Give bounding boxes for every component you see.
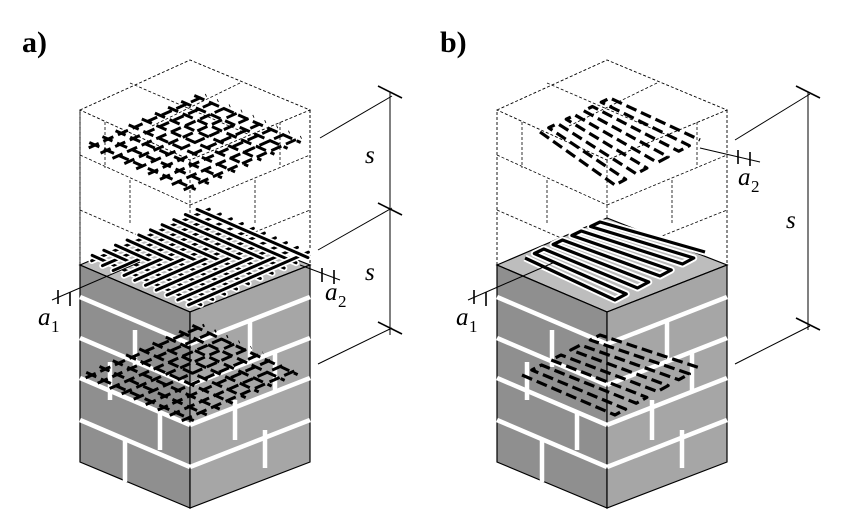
panel-b-a2-index: 2 (751, 177, 760, 196)
panel-a-a2-index: 2 (338, 292, 347, 311)
panel-a-label: a) (22, 26, 47, 59)
mesh-bar (183, 135, 302, 192)
mesh-bar (138, 347, 247, 399)
panel-b-spacing-label: s (786, 207, 796, 234)
panel-b-dimension-lines (467, 85, 821, 365)
panel-b-a2-symbol: a (738, 164, 751, 191)
mesh-bar (167, 105, 276, 156)
mesh-bar (159, 125, 279, 181)
panel-b-truss-lower (521, 333, 701, 417)
panel-a-spacing-lower-label: s (365, 259, 375, 286)
panel-a-mesh-upper (88, 93, 302, 192)
mesh-bar (181, 367, 299, 423)
truss-bar (521, 333, 701, 417)
mesh-bar (195, 207, 310, 260)
panel-a-mesh-reinforcement: a) (22, 26, 403, 509)
panel-a-a1-symbol: a (38, 304, 51, 331)
panel-a-spacing-upper-label: s (365, 142, 375, 169)
panel-a-mesh-middle (88, 205, 312, 309)
mesh-bar (187, 250, 310, 307)
mesh-bar (191, 324, 299, 376)
panel-a-a2-symbol: a (325, 279, 338, 306)
panel-b-truss-upper (539, 96, 701, 187)
panel-b-truss-reinforcement: b) (440, 26, 821, 509)
truss-bar (524, 220, 706, 302)
panel-a-a1-index: 1 (51, 317, 60, 336)
panel-b-a1-index: 1 (469, 317, 478, 336)
panel-b-label: b) (440, 26, 467, 59)
mesh-bar (180, 99, 289, 150)
mesh-bar (154, 111, 262, 162)
mesh-bar (147, 120, 267, 176)
mesh-bar (151, 341, 260, 394)
mesh-bar (178, 329, 286, 382)
mesh-bar (121, 340, 241, 396)
panel-a-mesh-lower (85, 323, 299, 423)
mesh-bar (193, 94, 302, 144)
panel-b-a1-symbol: a (456, 304, 469, 331)
mesh-bar (171, 130, 291, 186)
mesh-bar (165, 335, 273, 388)
truss-bar (539, 96, 701, 187)
mesh-bar (123, 109, 243, 165)
panel-a-dimension-lines (51, 85, 403, 365)
mesh-bar (183, 213, 298, 265)
panel-b-truss-middle (523, 218, 706, 304)
